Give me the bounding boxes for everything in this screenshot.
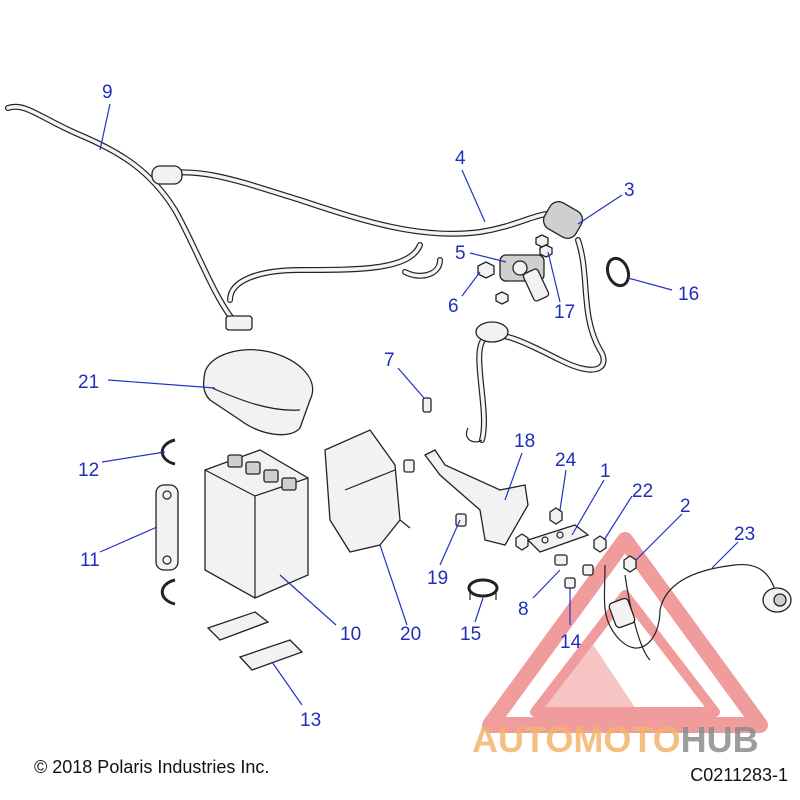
figure-id: C0211283-1 xyxy=(690,765,788,785)
part-19-bolt xyxy=(403,459,467,527)
watermark-text: AUTOMOTOHUB xyxy=(472,719,759,760)
callout-23: 23 xyxy=(734,524,755,545)
part-5-solenoid xyxy=(499,254,550,302)
part-13-pads xyxy=(206,611,304,671)
callout-1: 1 xyxy=(600,461,611,482)
part-23-plug-harness xyxy=(603,563,792,661)
part-20-shield xyxy=(324,429,411,553)
part-18-bracket xyxy=(424,449,529,546)
part-11-strap xyxy=(155,484,179,571)
part-21-cover xyxy=(202,349,314,436)
callout-3: 3 xyxy=(624,180,635,201)
callout-14: 14 xyxy=(560,632,582,653)
watermark-logo xyxy=(482,532,768,733)
part-4-harness xyxy=(151,165,563,303)
part-1-terminal-block xyxy=(526,524,590,553)
part-17-nut xyxy=(535,234,553,258)
svg-text:AUTOMOTOHUB: AUTOMOTOHUB xyxy=(472,719,759,760)
callout-22: 22 xyxy=(632,481,653,502)
part-2-nut xyxy=(623,555,637,573)
callout-7: 7 xyxy=(384,350,395,371)
callout-6: 6 xyxy=(448,296,459,317)
callout-19: 19 xyxy=(427,568,448,589)
callout-17: 17 xyxy=(554,302,575,323)
callout-10: 10 xyxy=(340,624,361,645)
callout-4: 4 xyxy=(455,148,466,169)
callout-2: 2 xyxy=(680,496,691,517)
part-9-cable xyxy=(5,103,253,331)
callout-5: 5 xyxy=(455,243,466,264)
callout-24: 24 xyxy=(555,450,577,471)
part-8-bolt xyxy=(554,554,568,566)
callout-9: 9 xyxy=(102,82,113,103)
callout-11: 11 xyxy=(80,550,100,571)
leader-lines xyxy=(99,103,739,706)
callout-21: 21 xyxy=(78,372,99,393)
copyright-text: © 2018 Polaris Industries Inc. xyxy=(34,757,270,777)
callout-8: 8 xyxy=(518,599,529,620)
callout-16: 16 xyxy=(678,284,699,305)
part-3-cable xyxy=(465,201,607,443)
watermark-word-part2: HUB xyxy=(681,719,759,760)
part-24-nut xyxy=(515,507,563,551)
callout-15: 15 xyxy=(460,624,481,645)
callout-20: 20 xyxy=(400,624,421,645)
callout-18: 18 xyxy=(514,431,535,452)
callout-13: 13 xyxy=(300,710,321,731)
part-10-battery xyxy=(204,449,309,599)
part-15-clamp xyxy=(467,578,499,600)
callouts: 9 4 3 5 6 17 16 21 7 18 24 1 22 2 23 12 … xyxy=(78,82,755,731)
watermark-word-part1: AUTOMOTO xyxy=(472,719,681,760)
part-16-tie xyxy=(605,256,631,288)
part-7-screw xyxy=(422,397,432,413)
callout-12: 12 xyxy=(78,460,99,481)
part-22-nut xyxy=(593,535,607,553)
